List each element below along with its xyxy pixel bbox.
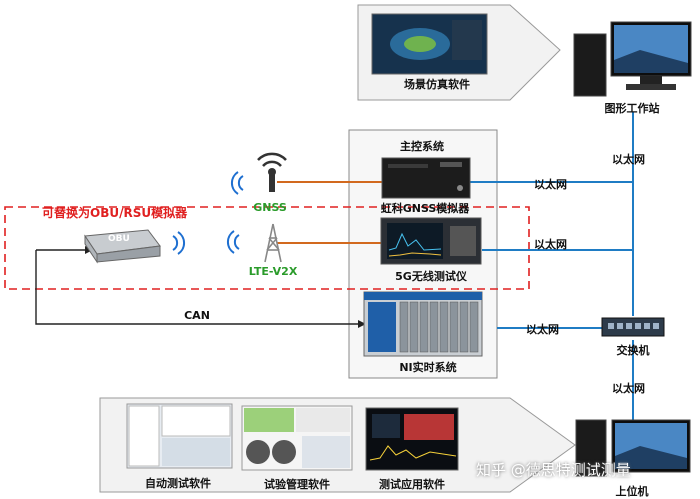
obu-device-image bbox=[84, 229, 161, 264]
lte-tower-icon bbox=[264, 223, 282, 263]
main-control-label: 主控系统 bbox=[400, 140, 444, 153]
scene-sim-label: 场景仿真软件 bbox=[404, 78, 470, 91]
ethernet-label-gnss: 以太网 bbox=[534, 178, 567, 191]
trial-mgmt-screenshot bbox=[241, 405, 353, 471]
obu-label: OBU bbox=[108, 234, 130, 244]
host-pc-image bbox=[575, 419, 691, 477]
lte-wifi-icon bbox=[227, 230, 240, 254]
ethernet-label-bottom: 以太网 bbox=[612, 382, 645, 395]
auto-test-screenshot bbox=[126, 403, 233, 469]
gnss-sim-label: 虹科GNSS模拟器 bbox=[380, 202, 470, 215]
gnss-label: GNSS bbox=[253, 201, 287, 214]
gnss-simulator-image bbox=[381, 157, 471, 199]
network-switch-image bbox=[601, 317, 665, 337]
ni-rt-label: NI实时系统 bbox=[399, 361, 457, 374]
scene-sim-screenshot bbox=[371, 13, 488, 75]
switch-label: 交换机 bbox=[616, 344, 650, 357]
wireless-tester-image bbox=[380, 217, 482, 265]
test-app-screenshot bbox=[365, 407, 459, 471]
test-app-label: 测试应用软件 bbox=[379, 478, 445, 491]
trial-mgmt-label: 试验管理软件 bbox=[264, 478, 330, 491]
ethernet-label-5g: 以太网 bbox=[534, 238, 567, 251]
obu-wifi-icon bbox=[172, 231, 185, 255]
can-label: CAN bbox=[184, 309, 210, 322]
gnss-wifi-icon bbox=[231, 171, 244, 195]
ethernet-label-top: 以太网 bbox=[612, 153, 645, 166]
obu-dashed-boundary bbox=[4, 206, 530, 290]
gnss-antenna-icon bbox=[257, 152, 287, 192]
watermark: 知乎 @德思特测试测量 bbox=[476, 461, 631, 479]
wireless-tester-label: 5G无线测试仪 bbox=[395, 270, 467, 283]
ni-chassis-image bbox=[363, 291, 483, 357]
graphics-workstation-image bbox=[573, 21, 692, 97]
graphics-ws-label: 图形工作站 bbox=[604, 102, 660, 115]
auto-test-label: 自动测试软件 bbox=[145, 477, 211, 490]
host-pc-label: 上位机 bbox=[615, 485, 649, 498]
obu-replace-label: 可替换为OBU/RSU模拟器 bbox=[42, 206, 188, 220]
lte-label: LTE-V2X bbox=[248, 265, 298, 278]
ethernet-label-ni: 以太网 bbox=[526, 323, 559, 336]
